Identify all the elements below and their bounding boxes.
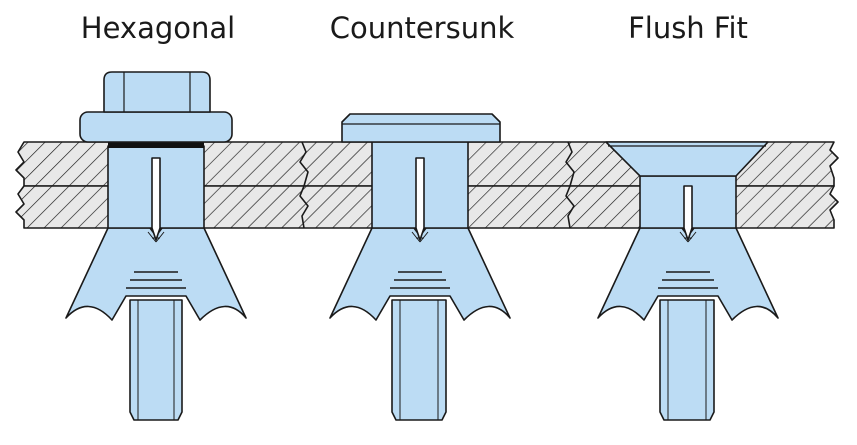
hex-splayed-legs (65, 227, 247, 321)
countersunk-fastener (329, 113, 511, 421)
flush-fit-fastener (597, 141, 779, 421)
label-hexagonal: Hexagonal (80, 11, 236, 45)
csk-splayed-legs (329, 227, 511, 321)
hexagonal-fastener (65, 71, 247, 421)
hex-washer (108, 142, 204, 148)
csk-lower-shank (391, 299, 447, 421)
csk-slot (415, 157, 425, 241)
break-line (299, 141, 309, 229)
flush-lower-shank (659, 299, 715, 421)
flush-splayed-legs (597, 227, 779, 321)
flush-conical-head (605, 141, 769, 177)
label-countersunk: Countersunk (329, 11, 515, 45)
hex-slot (151, 157, 161, 241)
flush-slot (683, 185, 693, 241)
hex-lower-shank (129, 299, 183, 421)
break-line (565, 141, 575, 229)
hex-flange (79, 111, 233, 143)
csk-head (341, 113, 501, 143)
label-flush-fit: Flush Fit (628, 11, 748, 45)
hex-head (103, 71, 211, 113)
